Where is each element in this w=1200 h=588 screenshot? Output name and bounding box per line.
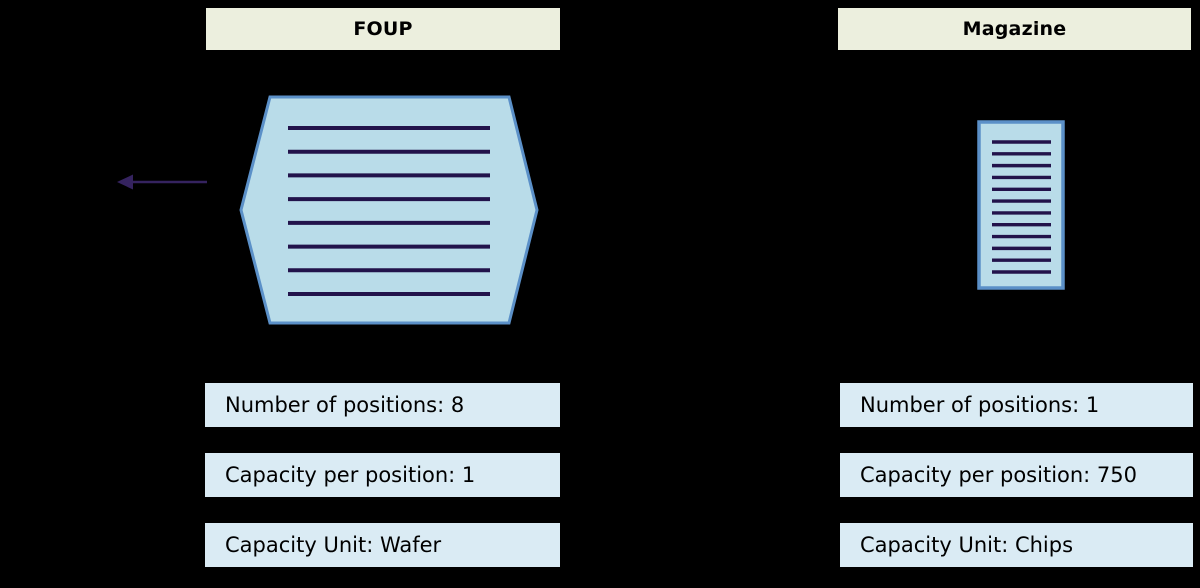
magazine-stat-unit: Capacity Unit: Chips <box>840 523 1193 567</box>
magazine-header: Magazine <box>838 8 1191 50</box>
magazine-stat-unit-label: Capacity Unit: Chips <box>860 533 1074 557</box>
magazine-header-label: Magazine <box>962 18 1067 40</box>
foup-header-label: FOUP <box>353 18 413 40</box>
magazine-stat-capacity-label: Capacity per position: 750 <box>860 463 1138 487</box>
foup-stat-capacity-label: Capacity per position: 1 <box>225 463 476 487</box>
magazine-slot-lines <box>992 140 1051 274</box>
foup-stat-positions-label: Number of positions: 8 <box>225 393 465 417</box>
foup-carrier-shape <box>239 95 539 325</box>
magazine-stat-positions-label: Number of positions: 1 <box>860 393 1100 417</box>
magazine-stat-positions: Number of positions: 1 <box>840 383 1193 427</box>
foup-stat-positions: Number of positions: 8 <box>205 383 560 427</box>
left-arrow-icon <box>117 174 207 190</box>
foup-stat-unit: Capacity Unit: Wafer <box>205 523 560 567</box>
foup-header: FOUP <box>206 8 560 50</box>
foup-slot-lines <box>288 126 490 296</box>
magazine-carrier-shape <box>977 120 1065 290</box>
foup-stat-unit-label: Capacity Unit: Wafer <box>225 533 442 557</box>
magazine-stat-capacity: Capacity per position: 750 <box>840 453 1193 497</box>
foup-stat-capacity: Capacity per position: 1 <box>205 453 560 497</box>
